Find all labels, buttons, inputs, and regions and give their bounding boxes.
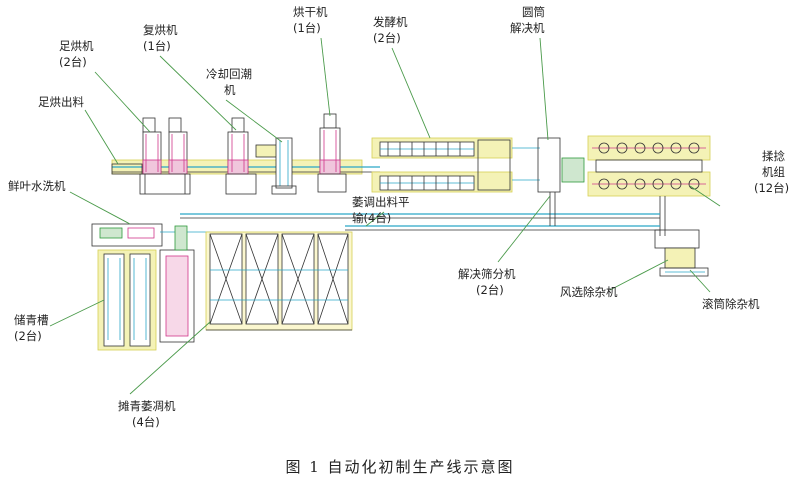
label-fresh-leaf-washer: 鲜叶水洗机 [8, 179, 66, 193]
label-cooling-remoisture: 冷却回潮 机 [206, 67, 256, 97]
separator-units [654, 229, 709, 277]
withering-units [205, 231, 353, 331]
label-wind-separator: 风选除杂机 [560, 285, 618, 299]
equipment-labels: 足烘机 (2台) 复烘机 (1台) 烘干机 (1台) 发酵机 (2台) 圆筒 解… [8, 5, 789, 429]
label-rolling-group: 揉捻 机组 (12台) [754, 149, 789, 195]
label-redryer: 复烘机 (1台) [143, 23, 181, 53]
label-withering-discharge: 萎调出料平 输(4台) [352, 195, 413, 225]
dryer-unit [317, 113, 347, 193]
label-withering-machine: 摊青萎凋机 (4台) [118, 399, 179, 429]
mid-conveyor-line [180, 192, 660, 231]
label-dryer: 烘干机 (1台) [293, 5, 331, 35]
leader-lines [49, 37, 721, 395]
label-breaker-sieve: 解决筛分机 (2台) [458, 267, 519, 297]
storage-tanks [97, 225, 195, 351]
redryer-unit [225, 117, 257, 195]
fermentation-units [371, 137, 540, 193]
washer-unit [91, 223, 210, 247]
label-drum-separator: 滚筒除杂机 [702, 297, 760, 311]
label-foot-dryer: 足烘机 (2台) [59, 39, 97, 69]
label-fermenter: 发酵机 (2台) [373, 15, 411, 45]
label-foot-dryer-discharge: 足烘出料 [38, 95, 84, 109]
label-storage-tank: 储青槽 (2台) [14, 313, 52, 343]
figure-caption: 图 1 自动化初制生产线示意图 [285, 458, 514, 476]
label-drum-breaker: 圆筒 解决机 [510, 5, 549, 35]
equipment-layout [91, 113, 711, 351]
cooling-remoisture-unit [255, 137, 297, 195]
foot-dryer-units [139, 117, 191, 195]
drum-breaker-and-rolling-group [537, 135, 711, 236]
